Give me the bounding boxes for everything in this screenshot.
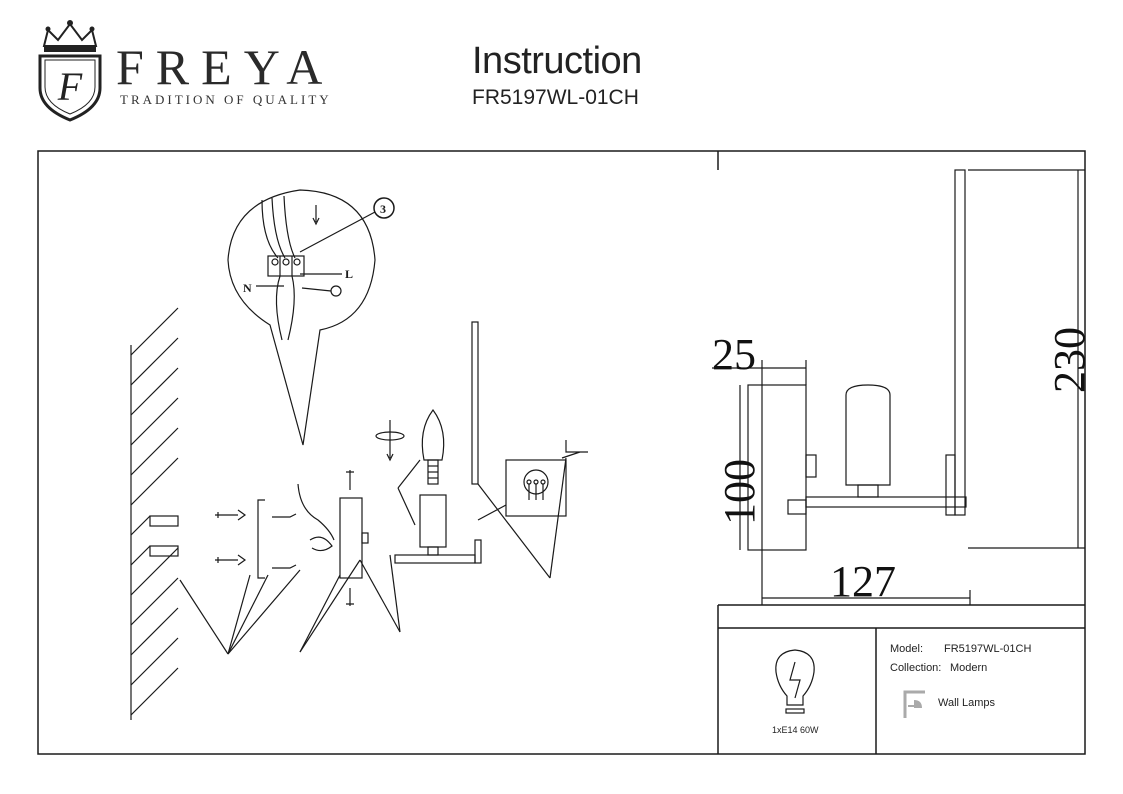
- dimension-height-base: 100: [715, 459, 764, 525]
- page-title: Instruction: [472, 40, 642, 82]
- model-value: FR5197WL-01CH: [944, 643, 1032, 655]
- wiring-detail: 3 N L: [227, 189, 395, 446]
- dimension-width: 127: [830, 557, 896, 606]
- callout-number: 3: [380, 202, 386, 216]
- wire-neutral-label: N: [243, 281, 252, 295]
- bulb-spec: 1xE14 60W: [772, 725, 819, 735]
- model-label: Model:: [890, 643, 924, 655]
- dimension-height-total: 230: [1045, 327, 1094, 393]
- dimension-depth: 25: [712, 330, 756, 379]
- wall-lamp-icon: [903, 690, 925, 718]
- wire-live-label: L: [345, 267, 353, 281]
- bulb-icon: [775, 649, 815, 714]
- brand-name: FREYA: [116, 39, 335, 95]
- collection-label: Collection:: [890, 662, 942, 674]
- dimension-drawing: [712, 169, 1085, 605]
- collection-value: Modern: [950, 662, 988, 674]
- model-number-heading: FR5197WL-01CH: [472, 86, 639, 109]
- mounting-parts: [179, 470, 401, 655]
- lamp-type: Wall Lamps: [938, 697, 996, 709]
- lamp-assembly: [375, 321, 588, 579]
- drawing-frame: [37, 150, 1086, 755]
- freya-logo-icon: F: [38, 20, 102, 122]
- wall-hatch: [130, 307, 179, 720]
- brand-tagline: TRADITION OF QUALITY: [120, 92, 332, 107]
- logo-monogram: F: [57, 64, 83, 109]
